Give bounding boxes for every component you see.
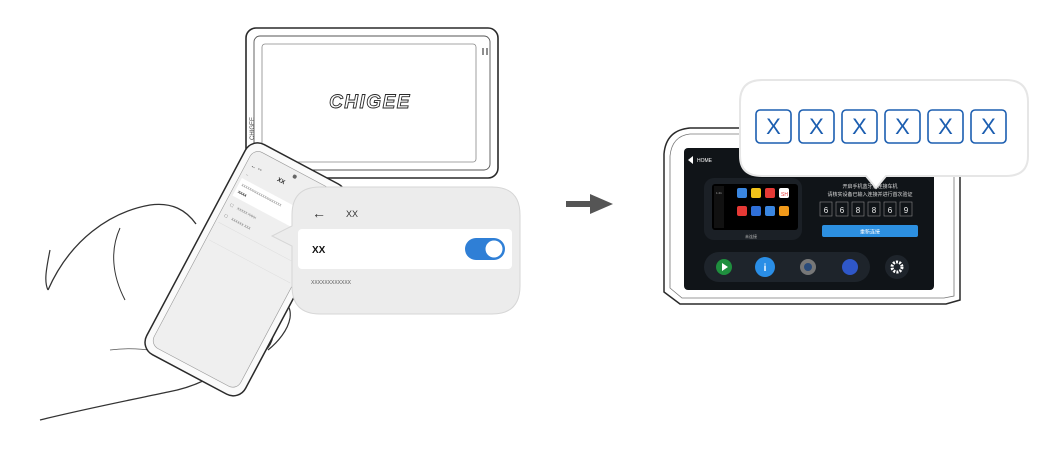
bluetooth-toggle[interactable] <box>465 238 505 260</box>
code-digit: 8 <box>872 206 877 215</box>
svg-text:◦◦: ◦◦ <box>245 173 250 178</box>
code-x: X <box>895 114 910 139</box>
code-x: X <box>938 114 953 139</box>
arrow-right-icon <box>566 194 613 214</box>
code-x: X <box>809 114 824 139</box>
code-zoom-callout: X X X X X X <box>739 79 1029 190</box>
code-x-boxes: X X X X X X <box>755 109 1007 144</box>
confirm-button[interactable]: 重新连接 <box>822 225 918 237</box>
code-x: X <box>766 114 781 139</box>
svg-text:XXXX: XXXX <box>237 190 248 198</box>
navigation-app-icon[interactable]: i <box>755 257 775 277</box>
device-code-line: XXXXXXXXXXXX <box>311 280 352 286</box>
code-x: X <box>852 114 867 139</box>
camera-app-icon[interactable] <box>800 259 816 275</box>
home-label[interactable]: HOME <box>697 158 713 164</box>
pairing-line-1: 开启手机蓝牙后连接车机 <box>842 183 897 190</box>
brand-logo: CHIGEE <box>329 92 411 113</box>
code-digit: 6 <box>888 206 893 215</box>
code-digit: 6 <box>840 206 845 215</box>
pairing-panel: 开启手机蓝牙后连接车机 请核实设备已输入连接并进行首次验证 6 6 8 8 6 … <box>819 183 918 237</box>
code-digit: 6 <box>824 206 829 215</box>
motorcycle-app-icon[interactable] <box>842 259 858 275</box>
apps-caption: 未连接 <box>745 233 757 239</box>
svg-text:▢: ▢ <box>229 202 235 208</box>
svg-text:1:41: 1:41 <box>716 191 722 195</box>
dock-bar: i <box>704 252 909 282</box>
gear-icon[interactable] <box>885 255 909 279</box>
play-app-icon[interactable] <box>716 259 732 275</box>
settings-zoom-callout: ← XX XX XXXXXXXXXXXX <box>270 186 521 315</box>
carplay-panel: 1:41 SH 未连接 <box>704 178 802 240</box>
home-bar: HOME <box>688 156 713 164</box>
code-digit-boxes: 6 6 8 8 6 9 <box>819 201 913 217</box>
app-icon-grid: SH <box>737 188 789 216</box>
code-x: X <box>981 114 996 139</box>
svg-text:← ◦◦: ← ◦◦ <box>249 163 262 174</box>
code-digit: 9 <box>904 206 909 215</box>
code-digit: 8 <box>856 206 861 215</box>
svg-text:CHIGEE: CHIGEE <box>250 117 256 140</box>
chigee-display-device: CHIGEE CHIGEE <box>245 27 499 179</box>
pairing-line-2: 请核实设备已输入连接并进行首次验证 <box>827 191 912 198</box>
confirm-button-label: 重新连接 <box>860 229 880 236</box>
svg-text:▢: ▢ <box>223 212 229 218</box>
phone-title: XX <box>276 177 286 186</box>
toggle-label: XX <box>312 245 326 256</box>
svg-text:SH: SH <box>781 192 788 198</box>
callout-title: XX <box>346 209 358 219</box>
back-arrow-icon: ← <box>312 205 326 221</box>
svg-text:i: i <box>764 263 767 274</box>
